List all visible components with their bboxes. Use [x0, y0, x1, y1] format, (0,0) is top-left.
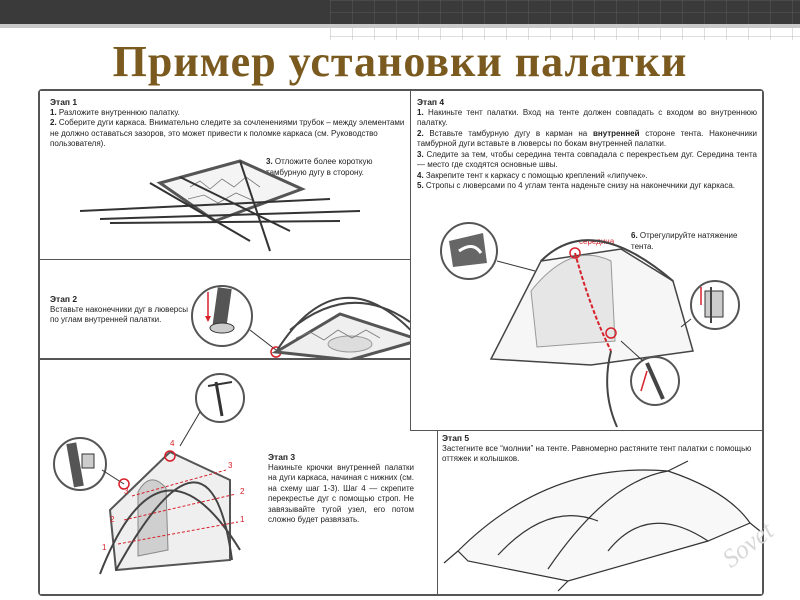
step3-body: Накиньте крючки внутренней палатки на ду…	[268, 462, 414, 525]
step1-heading: Этап 1	[50, 97, 78, 107]
step4-item4: Закрепите тент к каркасу с помощью крепл…	[425, 170, 648, 180]
step4-item4-number: 4.	[417, 170, 424, 180]
slide-title: Пример установки палатки	[112, 37, 688, 86]
step2-panel: Этап 2 Вставьте наконечники дуг в люверс…	[40, 259, 438, 362]
step3-mark-top-4: 4	[170, 439, 175, 448]
step5-body: Застегните все “молнии” на тенте. Равном…	[442, 443, 752, 464]
step4-item2-a: Вставьте тамбурную дугу в карман на	[429, 128, 593, 138]
step4-item6-number: 6.	[631, 231, 638, 240]
step1-item3-number: 3.	[266, 157, 273, 166]
step4-item5-number: 5.	[417, 181, 424, 190]
step5-tent-outline	[457, 469, 751, 582]
step2-text: Этап 2 Вставьте наконечники дуг в люверс…	[50, 294, 188, 326]
step5-illustration	[443, 460, 761, 592]
instruction-sheet: Этап 1 1. Разложите внутреннюю палатку. …	[38, 89, 764, 596]
step4-heading: Этап 4	[417, 97, 445, 107]
step1-item1-number: 1.	[50, 107, 57, 117]
slide-top-accent-line	[0, 24, 800, 28]
step4-text: Этап 4 1. Накиньте тент палатки. Вход на…	[417, 97, 757, 192]
step2-heading: Этап 2	[50, 294, 78, 304]
step2-body: Вставьте наконечники дуг в люверсы по уг…	[50, 304, 188, 325]
step3-mark-left-2: 2	[110, 515, 115, 524]
step4-middle-seam	[574, 252, 612, 352]
step1-item2: Соберите дуги каркаса. Внимательно следи…	[50, 118, 405, 148]
step4-pole-tip-marker	[605, 327, 617, 339]
step1-item3-text: 3. Отложите более короткую тамбурную дуг…	[266, 157, 396, 178]
step4-item5: Стропы с люверсами по 4 углам тента наде…	[425, 181, 735, 190]
step4-item1-number: 1.	[417, 107, 424, 117]
step5-panel: Этап 5 Застегните все “молнии” на тенте.…	[438, 431, 762, 594]
step3-illustration: 1 2 3 4 3 2 1	[53, 373, 245, 575]
step4-panel: Этап 4 1. Накиньте тент палатки. Вход на…	[410, 91, 762, 431]
slide-top-bar	[0, 0, 800, 24]
step3-mark-left-1: 1	[102, 543, 107, 552]
step4-illustration	[440, 222, 740, 428]
step3-crossing-marker	[164, 450, 176, 462]
step1-illustration	[79, 159, 361, 252]
step4-middle-marker	[569, 247, 581, 259]
step5-heading: Этап 5	[442, 433, 470, 443]
step1-inner-tent-floor	[156, 159, 306, 223]
step3-mark-right-3: 3	[228, 461, 233, 470]
step3-mark-right-2: 2	[240, 487, 245, 496]
step4-item2-bold: внутренней	[592, 128, 640, 138]
step4-item6: Отрегулируйте натяжение тента.	[631, 231, 738, 251]
step3-mark-left-3: 3	[124, 487, 129, 496]
step3-heading: Этап 3	[268, 452, 296, 462]
step3-hook-marker	[118, 478, 130, 490]
step1-panel: Этап 1 1. Разложите внутреннюю палатку. …	[40, 91, 410, 259]
step4-item2-b: стороне тента. Наконечники тамбурной дуг…	[417, 128, 757, 149]
step4-item2-number: 2.	[417, 128, 424, 138]
step3-panel: Этап 3 Накиньте крючки внутренней палатк…	[40, 359, 438, 594]
slide-top-grid-decoration	[330, 0, 800, 40]
step4-item3: Следите за тем, чтобы середина тента сов…	[417, 149, 757, 170]
step5-text: Этап 5 Застегните все “молнии” на тенте.…	[442, 433, 758, 465]
step3-text: Этап 3 Накиньте крючки внутренней палатк…	[268, 452, 414, 526]
step4-item1: Накиньте тент палатки. Вход на тенте дол…	[417, 107, 757, 128]
step3-inner-tent-body	[108, 450, 231, 572]
step1-item2-number: 2.	[50, 118, 57, 127]
step1-item3: Отложите более короткую тамбурную дугу в…	[266, 157, 373, 177]
step4-item3-number: 3.	[417, 149, 424, 159]
step1-item1: Разложите внутреннюю палатку.	[58, 107, 180, 117]
step4-item6-text: 6. Отрегулируйте натяжение тента.	[631, 231, 757, 252]
step2-illustration	[191, 285, 426, 362]
step1-text: Этап 1 1. Разложите внутреннюю палатку. …	[50, 97, 405, 150]
step3-mark-right-1: 1	[240, 515, 245, 524]
